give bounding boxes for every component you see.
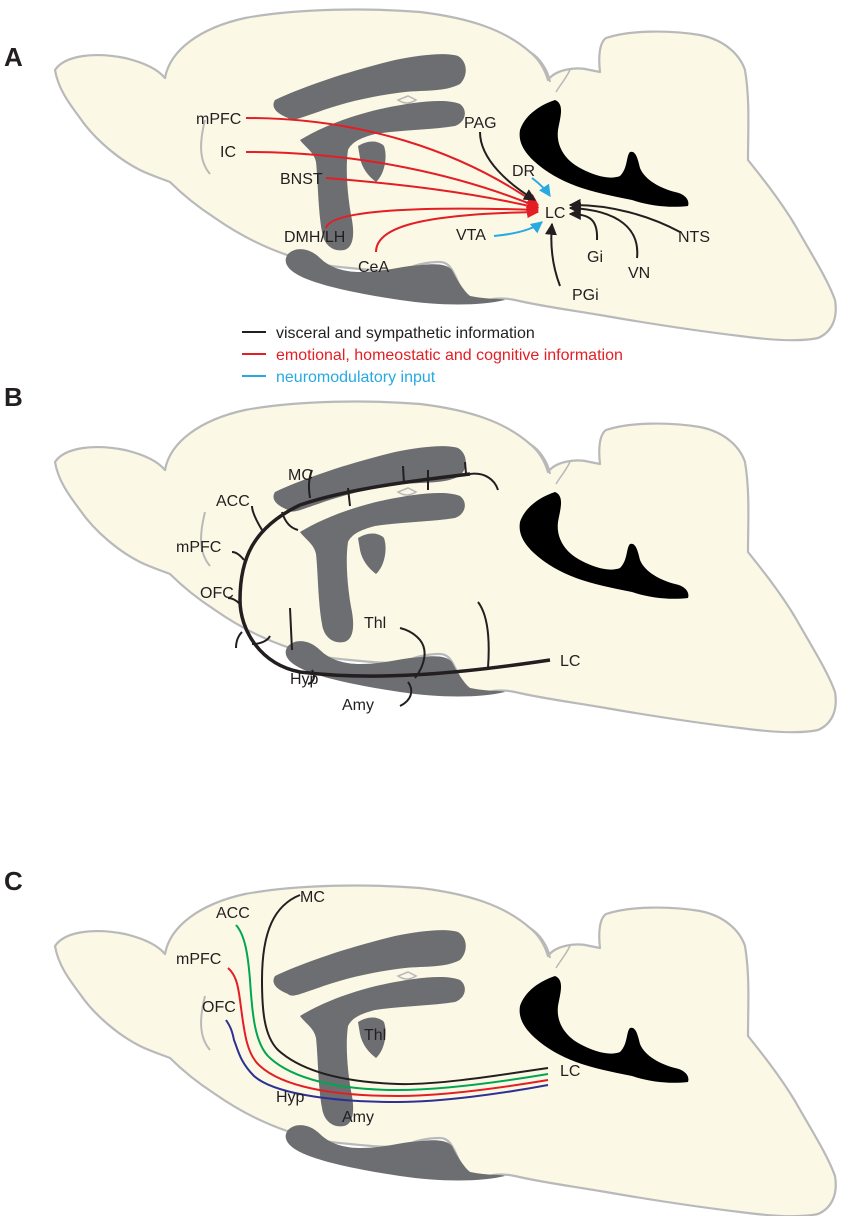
panel-c: C ACC MC mPFC OFC Thl LC Hyp Amy (4, 866, 837, 1216)
blue-afferents-a (493, 177, 551, 237)
label-mc-c: MC (300, 889, 325, 906)
pathway-ofc (225, 1019, 549, 1104)
vn-to-lc-path (568, 202, 639, 259)
lc-main-trunk (238, 472, 551, 678)
panel-b-letter: B (4, 382, 23, 412)
label-gi-a: Gi (587, 249, 603, 266)
label-hyp-b: Hyp (290, 671, 319, 688)
label-mpfc-b: mPFC (176, 539, 221, 556)
label-pgi-a: PGi (572, 287, 599, 304)
panel-a-letter: A (4, 42, 23, 72)
label-amy-c: Amy (342, 1109, 374, 1126)
label-vta-a: VTA (456, 227, 486, 244)
label-vn-a: VN (628, 265, 650, 282)
label-lc-c: LC (560, 1063, 580, 1080)
black-afferents-a (479, 131, 681, 287)
label-mpfc-c: mPFC (176, 951, 221, 968)
label-pag-a: PAG (464, 115, 497, 132)
legend: visceral and sympathetic information emo… (242, 325, 623, 386)
dr-to-lc-path (531, 177, 551, 197)
panel-c-letter: C (4, 866, 23, 896)
pathway-mc (260, 894, 549, 1086)
label-ofc-b: OFC (200, 585, 234, 602)
dmh-lh-to-lc-path (325, 203, 540, 229)
label-acc-b: ACC (216, 493, 250, 510)
legend-label-neuromodulatory: neuromodulatory input (276, 369, 436, 386)
label-dmh-lh-a: DMH/LH (284, 229, 345, 246)
label-ic-a: IC (220, 144, 236, 161)
bnst-to-lc-path (325, 177, 540, 212)
ic-to-lc-path (245, 151, 540, 209)
vta-to-lc-path (493, 221, 543, 237)
brain-outline-a (53, 8, 837, 342)
legend-label-emotional: emotional, homeostatic and cognitive inf… (276, 347, 623, 364)
label-thl-c: Thl (364, 1027, 386, 1044)
label-ofc-c: OFC (202, 999, 236, 1016)
legend-label-visceral: visceral and sympathetic information (276, 325, 535, 342)
red-afferents-a (245, 117, 540, 253)
label-thl-b: Thl (364, 615, 386, 632)
lc-efferents-b (227, 461, 551, 707)
panel-a: A mPFC IC BNST DMH/LH CeA (4, 8, 837, 386)
brain-outline-c (53, 884, 837, 1216)
pgi-to-lc-path (545, 222, 561, 287)
label-nts-a: NTS (678, 229, 710, 246)
label-lc-b: LC (560, 653, 580, 670)
cea-to-lc-path (375, 206, 540, 253)
pag-to-lc-path (479, 131, 537, 201)
brain-outline-b (53, 400, 837, 734)
nts-to-lc-path (568, 198, 681, 233)
label-acc-c: ACC (216, 905, 250, 922)
pathway-mpfc (227, 967, 549, 1098)
mpfc-to-lc-path (245, 117, 539, 206)
label-mpfc-a: mPFC (196, 111, 241, 128)
label-dr-a: DR (512, 163, 535, 180)
label-lc-a: LC (545, 205, 565, 222)
panel-b: B (4, 382, 837, 734)
label-mc-b: MC (288, 467, 313, 484)
pathway-acc (235, 924, 549, 1092)
topographic-pathways-c (225, 894, 549, 1104)
label-amy-b: Amy (342, 697, 374, 714)
label-bnst-a: BNST (280, 171, 323, 188)
label-hyp-c: Hyp (276, 1089, 305, 1106)
label-cea-a: CeA (358, 259, 389, 276)
